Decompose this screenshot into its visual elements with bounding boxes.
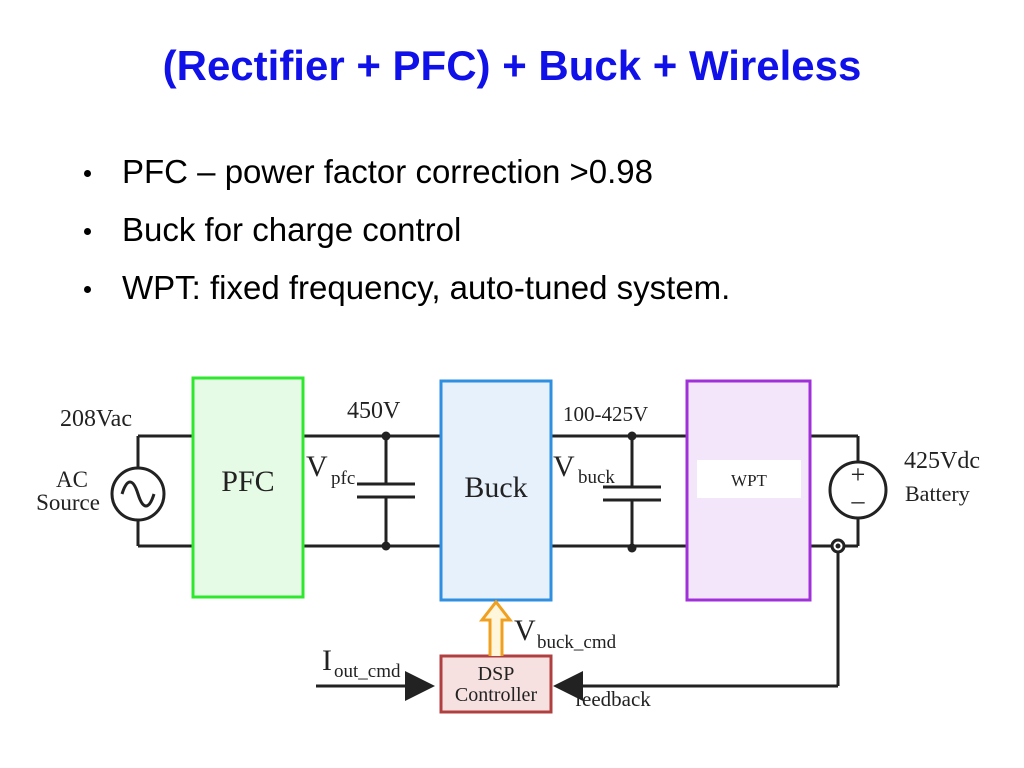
wpt-label: WPT [731, 471, 768, 490]
slide-title: (Rectifier + PFC) + Buck + Wireless [162, 42, 862, 89]
vpfc-symbol: V [306, 450, 328, 483]
ac-source-icon [110, 466, 166, 522]
vbuck-cmd-symbol: V [514, 614, 536, 647]
command-arrow-icon [478, 599, 514, 656]
bullet-item: WPT: fixed frequency, auto-tuned system. [84, 266, 730, 324]
vbuck-symbol: V [553, 450, 575, 483]
vbuck-subscript: buck [578, 467, 615, 488]
svg-text:+: + [851, 460, 866, 489]
battery-label: Battery [905, 481, 970, 506]
buck-block: Buck [439, 379, 553, 602]
pfc-block: PFC [191, 376, 305, 599]
vpfc-subscript: pfc [331, 468, 355, 489]
svg-text:DSP: DSP [478, 663, 515, 685]
buck-label: Buck [464, 471, 527, 504]
bullet-dot-icon [84, 170, 91, 177]
vbuck-cmd-subscript: buck_cmd [537, 632, 617, 653]
bullet-item: PFC – power factor correction >0.98 [84, 150, 730, 208]
wpt-block: WPT [685, 379, 812, 602]
battery-icon: + – [828, 460, 888, 520]
source-label-line2: Source [36, 490, 100, 515]
battery-voltage: 425Vdc [904, 448, 980, 474]
buck-output-voltage: 100-425V [563, 402, 648, 426]
svg-text:Controller: Controller [455, 684, 538, 706]
junction-dots [381, 431, 637, 553]
source-label-line1: AC [56, 467, 88, 492]
source-voltage: 208Vac [60, 406, 132, 432]
iout-cmd-subscript: out_cmd [334, 661, 401, 682]
bullet-text: PFC – power factor correction >0.98 [122, 153, 653, 190]
bullet-text: WPT: fixed frequency, auto-tuned system. [122, 269, 731, 306]
svg-text:–: – [851, 486, 866, 515]
bullet-item: Buck for charge control [84, 208, 730, 266]
pfc-label: PFC [221, 465, 274, 498]
pfc-output-voltage: 450V [347, 398, 401, 424]
bullet-dot-icon [84, 286, 91, 293]
feedback-label: feedback [575, 687, 651, 711]
dsp-controller-block: DSP Controller [439, 654, 553, 714]
bullet-list: PFC – power factor correction >0.98 Buck… [84, 150, 730, 324]
bullet-text: Buck for charge control [122, 211, 462, 248]
bullet-dot-icon [84, 228, 91, 235]
iout-cmd-symbol: I [322, 644, 332, 677]
